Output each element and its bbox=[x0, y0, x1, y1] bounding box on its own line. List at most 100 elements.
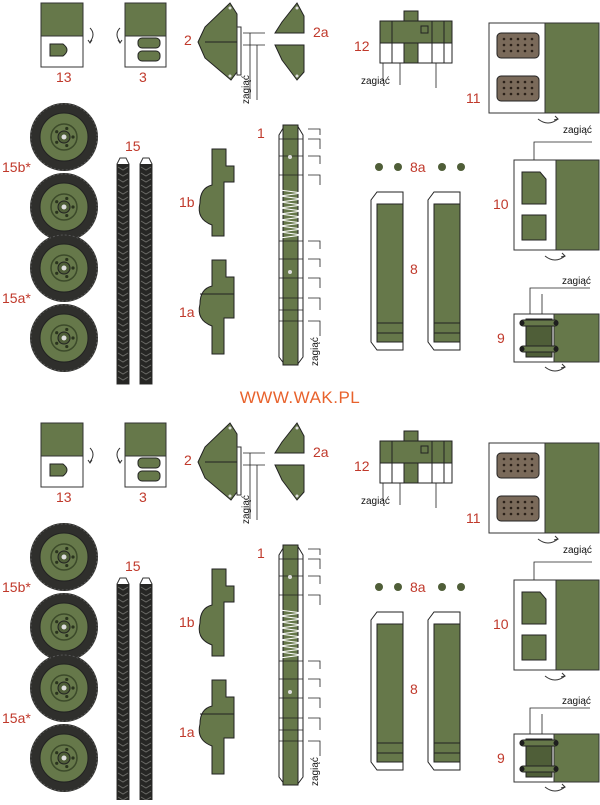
part-15 bbox=[116, 157, 153, 385]
part-number: 15b* bbox=[2, 159, 31, 175]
part-number: 13 bbox=[56, 69, 72, 85]
wheel bbox=[30, 593, 98, 661]
part-1b bbox=[198, 568, 235, 657]
fold-label: zagiąć bbox=[361, 76, 390, 87]
part-9 bbox=[513, 707, 600, 792]
sheet-section bbox=[30, 2, 600, 385]
fold-label: zagiąć bbox=[361, 496, 390, 507]
part-number: 2 bbox=[184, 32, 192, 48]
part-number: 8a bbox=[410, 159, 426, 175]
part-number: 10 bbox=[493, 196, 509, 212]
part-number: 1b bbox=[179, 194, 195, 210]
fold-label: zagiąć bbox=[241, 495, 252, 524]
fold-arrow bbox=[544, 675, 566, 681]
part-number: 15a* bbox=[2, 290, 31, 306]
wheel bbox=[30, 173, 98, 241]
track-belt bbox=[139, 577, 153, 805]
part-12 bbox=[379, 430, 453, 508]
part-number: 11 bbox=[466, 90, 481, 106]
part-number: 2a bbox=[313, 444, 329, 460]
fold-guide bbox=[308, 128, 321, 336]
fold-label: zagiąć bbox=[563, 125, 592, 136]
part-number: 11 bbox=[466, 510, 481, 526]
part-number: 15b* bbox=[2, 579, 31, 595]
part-number: 3 bbox=[139, 69, 147, 85]
zigzag bbox=[279, 609, 303, 659]
fold-arrow bbox=[544, 255, 566, 261]
fold-label: zagiąć bbox=[310, 337, 321, 366]
part-number: 1a bbox=[179, 724, 195, 740]
part-number: 1 bbox=[257, 125, 265, 141]
track-belt bbox=[116, 577, 130, 805]
part-15 bbox=[116, 577, 153, 805]
fold-arrow bbox=[89, 27, 94, 43]
wheel bbox=[30, 654, 98, 722]
fold-guide bbox=[533, 561, 592, 580]
wheel bbox=[30, 103, 98, 171]
part-number: 2a bbox=[313, 24, 329, 40]
part-11 bbox=[488, 442, 600, 544]
fold-arrow bbox=[537, 538, 559, 544]
part-1b bbox=[198, 148, 235, 237]
fold-arrow bbox=[116, 27, 121, 43]
part-2 bbox=[197, 2, 242, 81]
fold-label: zagiąć bbox=[241, 75, 252, 104]
part-8 bbox=[370, 191, 461, 351]
part-1a bbox=[198, 259, 235, 355]
part-10 bbox=[513, 141, 600, 261]
watermark: WWW.WAK.PL bbox=[239, 388, 361, 407]
part-number: 12 bbox=[354, 38, 370, 54]
fold-guide bbox=[243, 452, 265, 520]
part-number: 15 bbox=[125, 138, 141, 154]
part-3 bbox=[116, 422, 167, 488]
part-number: 1b bbox=[179, 614, 195, 630]
part-number: 15 bbox=[125, 558, 141, 574]
part-13 bbox=[40, 2, 94, 68]
wheel bbox=[30, 234, 98, 302]
part-number: 8 bbox=[410, 261, 418, 277]
wheel bbox=[30, 304, 98, 372]
wheel bbox=[30, 724, 98, 792]
wheels bbox=[30, 103, 98, 372]
fold-guide bbox=[308, 548, 321, 756]
part-11 bbox=[488, 22, 600, 124]
part-number: 8 bbox=[410, 681, 418, 697]
part-number: 9 bbox=[497, 330, 505, 346]
fold-guide bbox=[243, 32, 265, 100]
part-10 bbox=[513, 561, 600, 681]
part-8a bbox=[375, 163, 465, 171]
part-8a bbox=[375, 583, 465, 591]
wheels bbox=[30, 523, 98, 792]
part-13 bbox=[40, 422, 94, 488]
part-2a bbox=[274, 422, 305, 501]
part-2 bbox=[197, 422, 242, 501]
fold-guide bbox=[382, 63, 437, 88]
part-number: 10 bbox=[493, 616, 509, 632]
fold-arrow bbox=[89, 447, 94, 463]
part-3 bbox=[116, 2, 167, 68]
fold-arrow bbox=[544, 366, 566, 372]
part-number: 1a bbox=[179, 304, 195, 320]
part-number: 1 bbox=[257, 545, 265, 561]
part-2a bbox=[274, 2, 305, 81]
fold-arrow bbox=[537, 118, 559, 124]
wheel bbox=[30, 523, 98, 591]
fold-label: zagiąć bbox=[562, 696, 591, 707]
fold-arrow bbox=[544, 786, 566, 792]
fold-guide bbox=[529, 287, 590, 314]
track-belt bbox=[139, 157, 153, 385]
track-belt bbox=[116, 157, 130, 385]
fold-label: zagiąć bbox=[563, 545, 592, 556]
fold-label: zagiąć bbox=[562, 276, 591, 287]
part-8 bbox=[370, 611, 461, 771]
fold-arrow bbox=[116, 447, 121, 463]
part-number: 3 bbox=[139, 489, 147, 505]
sheet-section bbox=[30, 422, 600, 805]
fold-guide bbox=[382, 483, 437, 508]
part-number: 12 bbox=[354, 458, 370, 474]
part-1 bbox=[278, 124, 321, 366]
part-number: 2 bbox=[184, 452, 192, 468]
zigzag bbox=[279, 189, 303, 239]
fold-label: zagiąć bbox=[310, 757, 321, 786]
